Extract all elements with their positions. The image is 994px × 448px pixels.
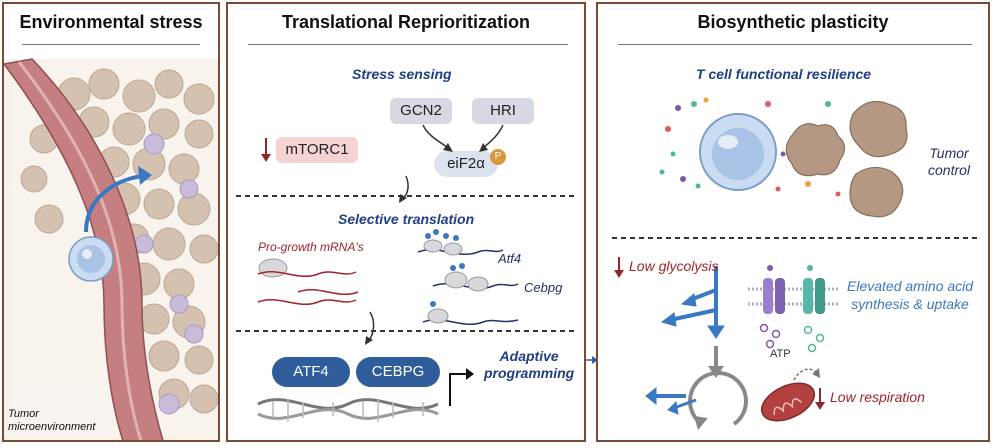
cycle-output-arrows (645, 386, 697, 415)
low-glycolysis-label: Low glycolysis (629, 258, 719, 274)
mtorc1-box: mTORC1 (276, 137, 358, 163)
panel-title-environmental: Environmental stress (19, 12, 203, 32)
panel-title-translational: Translational Reprioritization (281, 12, 531, 32)
eif2a-box: eiF2α (434, 151, 498, 177)
adaptive-programming-label: Adaptive programming (484, 348, 575, 381)
transcription-start-arrow (449, 368, 474, 406)
biosynthetic-plasticity-panel: Biosynthetic plasticity T cell functiona… (596, 2, 990, 442)
phosphorylation-badge: P (490, 149, 506, 165)
atf4-protein: ATF4 (272, 357, 350, 387)
tumor-microenvironment-label: Tumor microenvironment (8, 408, 96, 433)
gcn2-box: GCN2 (390, 98, 452, 124)
metabolite-dots (659, 97, 841, 197)
tumor-control-label: Tumor control (928, 145, 971, 178)
pro-growth-mrna-label: Pro-growth mRNA's (258, 240, 364, 254)
dying-tumor-cells (785, 101, 908, 218)
stress-sensing-heading: Stress sensing (352, 66, 452, 82)
dna-helix (257, 398, 439, 422)
selective-translation-heading: Selective translation (338, 211, 475, 227)
mtorc1-down-arrow (261, 138, 271, 162)
t-cell (68, 236, 114, 282)
title-rule (618, 44, 972, 45)
atf4-mrna-label: Atf4 (498, 251, 522, 266)
t-cell-large (699, 113, 777, 191)
tumor-cell-cluster (4, 59, 218, 440)
panel-title-biosynthetic: Biosynthetic plasticity (697, 12, 889, 32)
glycolysis-flow-arrows (660, 266, 725, 339)
respiration-down-arrow (815, 388, 825, 410)
low-respiration-label: Low respiration (830, 389, 925, 405)
translational-arrows (236, 124, 578, 422)
cebpg-protein: CEBPG (356, 357, 440, 387)
hri-box: HRI (472, 98, 534, 124)
amino-acid-transporters (748, 265, 838, 353)
migration-arrow (84, 174, 145, 233)
environmental-stress-panel: Environmental stress (2, 2, 220, 442)
translational-reprioritization-panel: Translational Reprioritization Stress se… (226, 2, 586, 442)
panel-connector-arrow (586, 356, 598, 364)
amino-acid-label: Elevated amino acid synthesis & uptake (847, 278, 974, 312)
title-rule (22, 44, 200, 45)
tumor-microenvironment-illustration (4, 58, 218, 440)
atp-label: ATP (770, 348, 791, 360)
mitochondrion (760, 368, 820, 422)
tca-cycle (688, 346, 748, 430)
pro-growth-mrnas (257, 258, 359, 306)
glycolysis-down-arrow (614, 257, 624, 278)
t-cell-resilience-heading: T cell functional resilience (696, 66, 872, 82)
biosynthetic-illustration (612, 97, 978, 430)
title-rule (248, 44, 568, 45)
atf4-cebpg-polysomes (417, 229, 519, 326)
cebpg-mrna-label: Cebpg (524, 280, 563, 295)
